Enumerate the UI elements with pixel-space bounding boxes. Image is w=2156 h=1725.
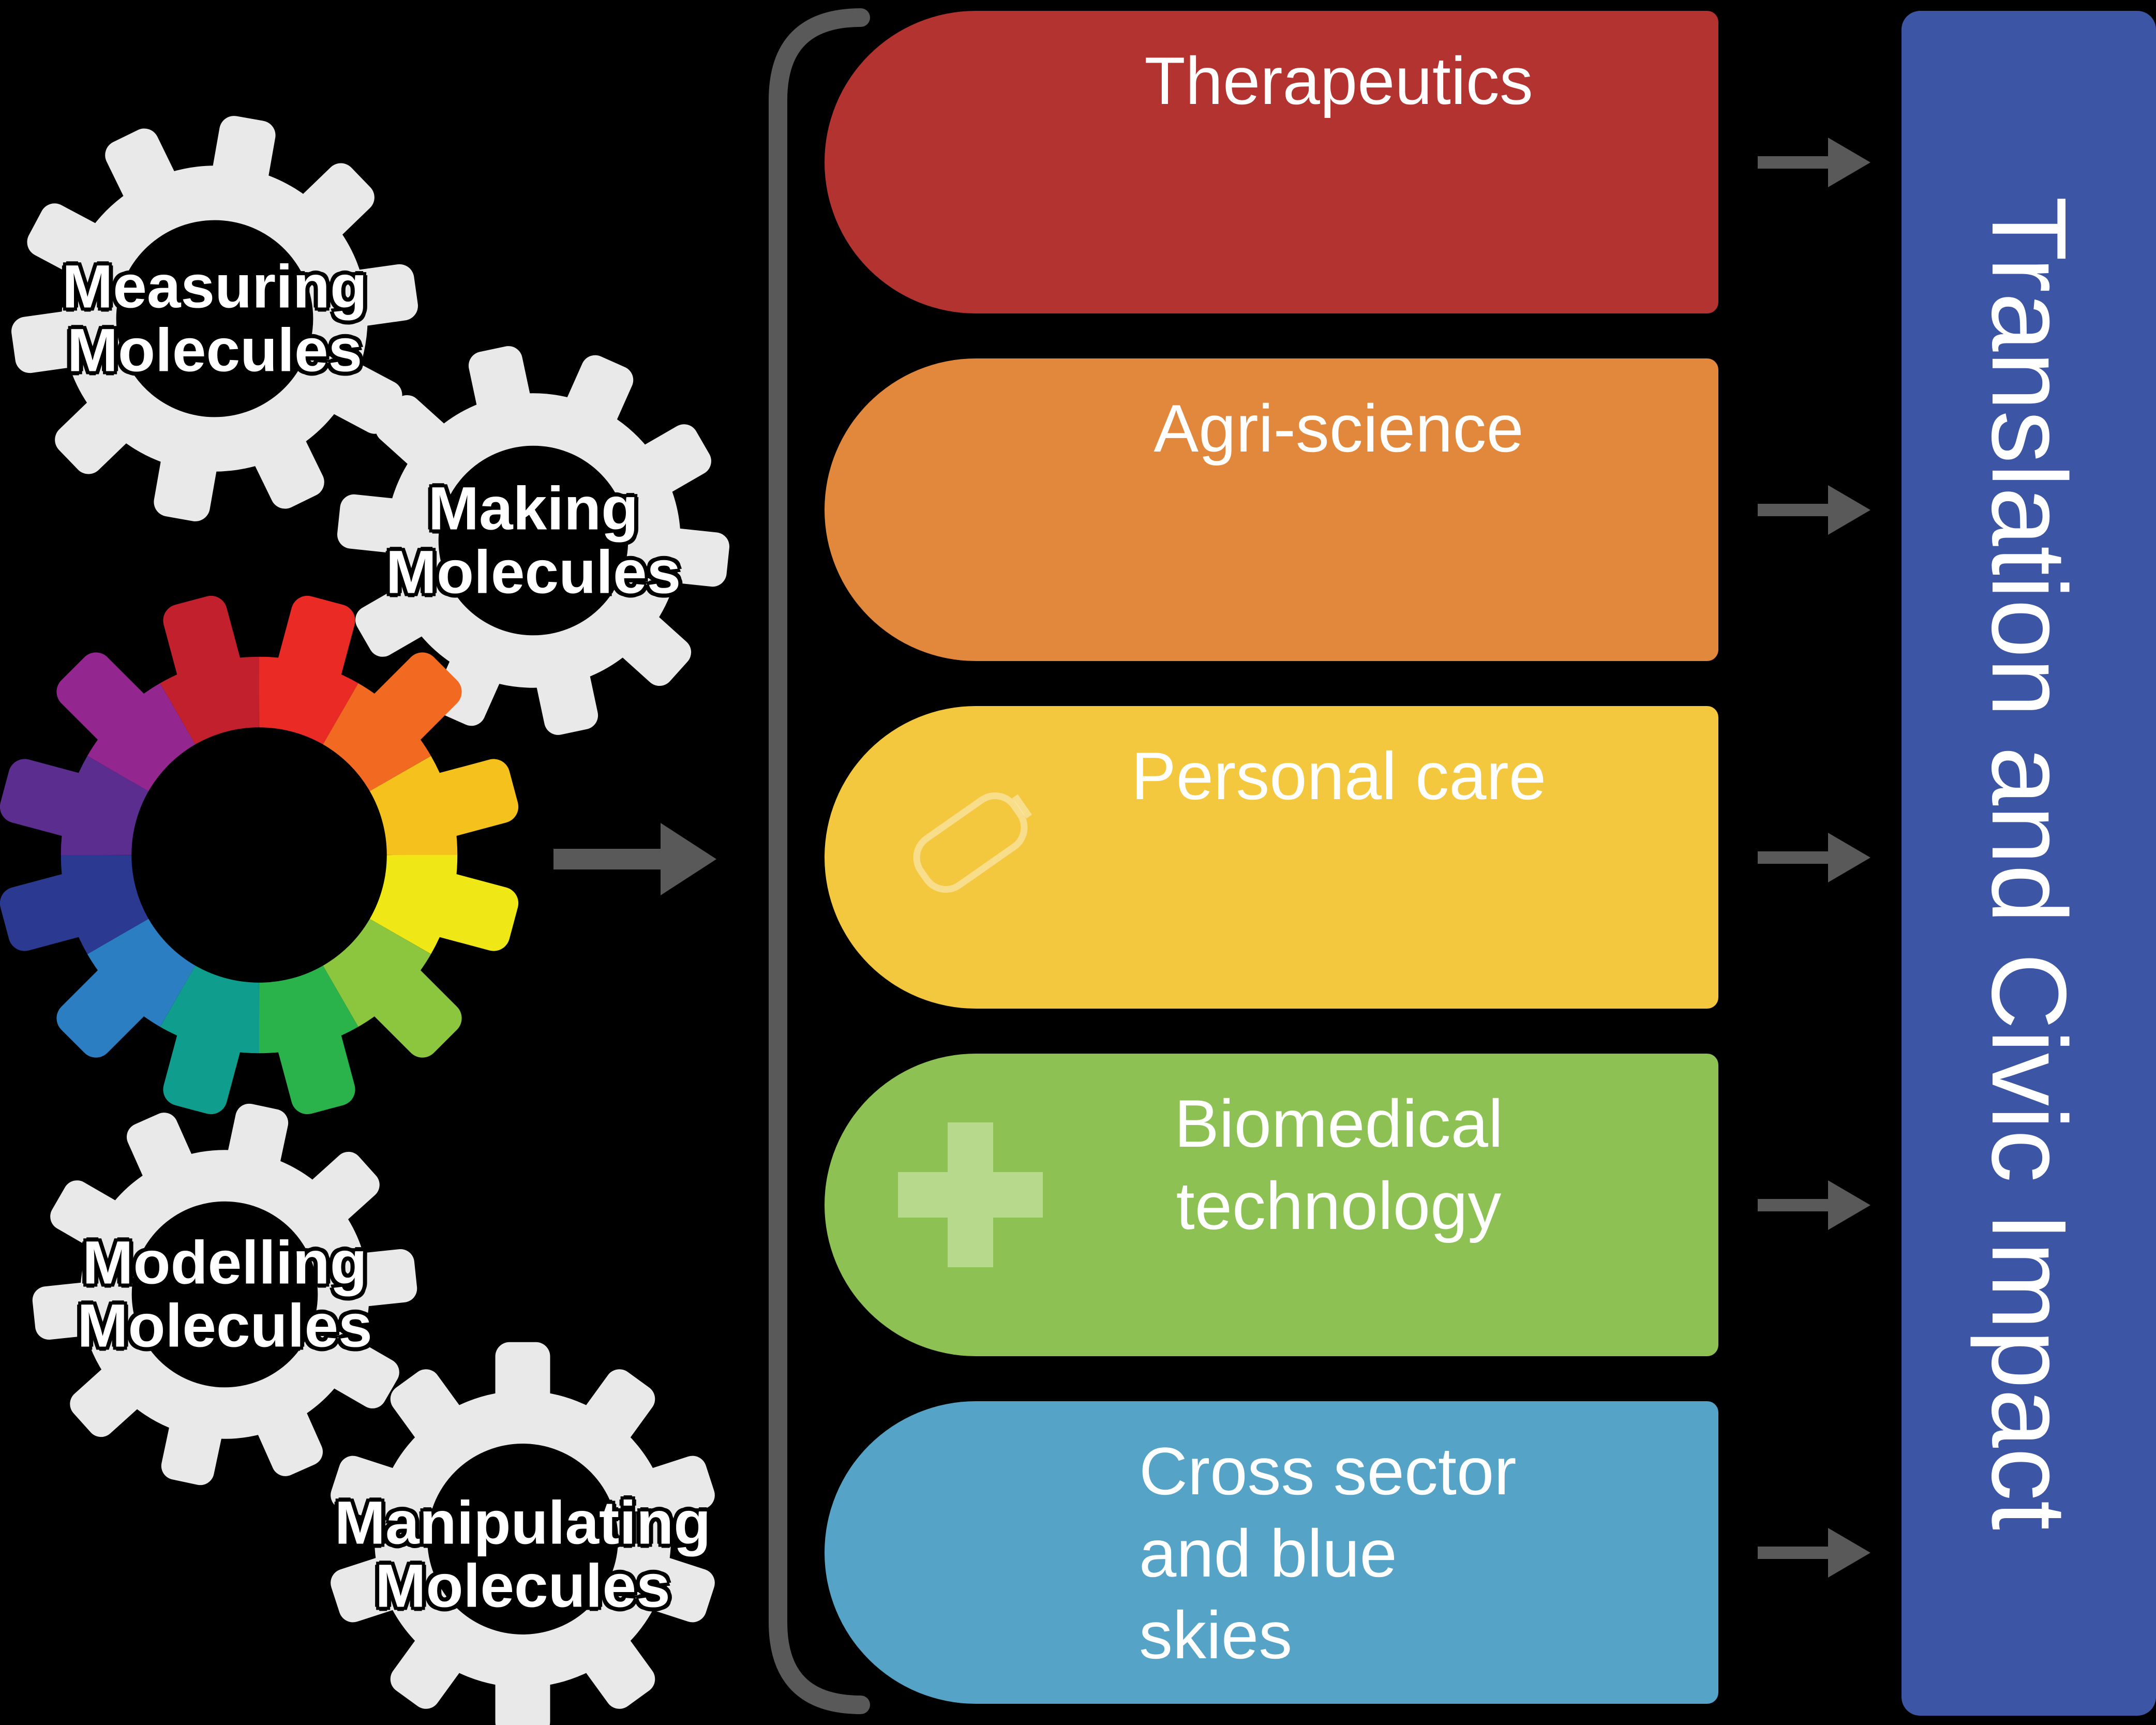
arrow-agri-science-to-impact bbox=[1758, 485, 1870, 535]
arrow-shaft bbox=[1758, 156, 1828, 169]
impact-panel-label: Translation and Civic Impact bbox=[1970, 196, 2088, 1531]
gear-output-arrow bbox=[553, 823, 716, 895]
plus-icon-bar bbox=[898, 1172, 1043, 1218]
gear-icon bbox=[337, 346, 730, 735]
sector-pill-personal-care: Personal care bbox=[825, 706, 1718, 1009]
sector-label-personal-care: Personal care bbox=[1131, 738, 1547, 814]
arrow-shaft bbox=[553, 849, 661, 869]
arrow-shaft bbox=[1758, 1199, 1828, 1211]
gear-making-label: Making Molecules bbox=[385, 474, 681, 606]
arrow-cross-sector-to-impact bbox=[1758, 1528, 1870, 1578]
impact-panel: Translation and Civic Impact bbox=[1902, 11, 2156, 1716]
arrow-head-icon bbox=[1828, 138, 1870, 187]
gear-making-molecules: Making Molecules bbox=[332, 339, 735, 742]
arrow-head-icon bbox=[1828, 833, 1870, 882]
arrow-shaft bbox=[1758, 1547, 1828, 1559]
gear-measuring-molecules: Measuring Molecules bbox=[5, 109, 424, 528]
gear-measuring-label: Measuring Molecules bbox=[62, 252, 368, 384]
arrow-personal-care-to-impact bbox=[1758, 833, 1870, 882]
arrow-therapeutics-to-impact bbox=[1758, 138, 1870, 187]
arrow-shaft bbox=[1758, 851, 1828, 864]
sector-pill-biomedical-technology: Biomedical technology bbox=[825, 1054, 1718, 1356]
gear-modelling-label: Modelling Molecules bbox=[77, 1228, 372, 1360]
gear-modelling-molecules: Modelling Molecules bbox=[27, 1097, 423, 1492]
arrow-head-icon bbox=[1828, 1528, 1870, 1578]
sector-label-biomedical-technology: Biomedical technology bbox=[1174, 1086, 1503, 1243]
arrow-head-icon bbox=[1828, 485, 1870, 535]
gear-icon bbox=[11, 116, 418, 521]
sector-label-therapeutics: Therapeutics bbox=[1144, 43, 1533, 118]
gear-manipulating-molecules: Manipulating Molecules bbox=[320, 1336, 726, 1725]
sector-pill-therapeutics: Therapeutics bbox=[825, 11, 1718, 313]
lotion-tube-icon bbox=[913, 792, 1032, 893]
rainbow-gear-icon bbox=[0, 595, 519, 1115]
arrow-biomedical-to-impact bbox=[1758, 1180, 1870, 1230]
arrow-shaft bbox=[1758, 504, 1828, 516]
arrow-head-icon bbox=[661, 823, 716, 895]
gear-icon bbox=[32, 1103, 417, 1486]
sector-pill-agri-science: Agri-science bbox=[825, 358, 1718, 661]
sector-pill-cross-sector: Cross sector and blue skies bbox=[825, 1401, 1718, 1704]
plus-icon bbox=[898, 1122, 1043, 1267]
gear-rainbow-core bbox=[0, 583, 531, 1127]
arrow-head-icon bbox=[1828, 1180, 1870, 1230]
gear-manipulating-label: Manipulating Molecules bbox=[334, 1488, 711, 1621]
sector-label-agri-science: Agri-science bbox=[1154, 391, 1524, 466]
sector-label-cross-sector: Cross sector and blue skies bbox=[1139, 1433, 1517, 1673]
gear-icon bbox=[331, 1342, 715, 1725]
